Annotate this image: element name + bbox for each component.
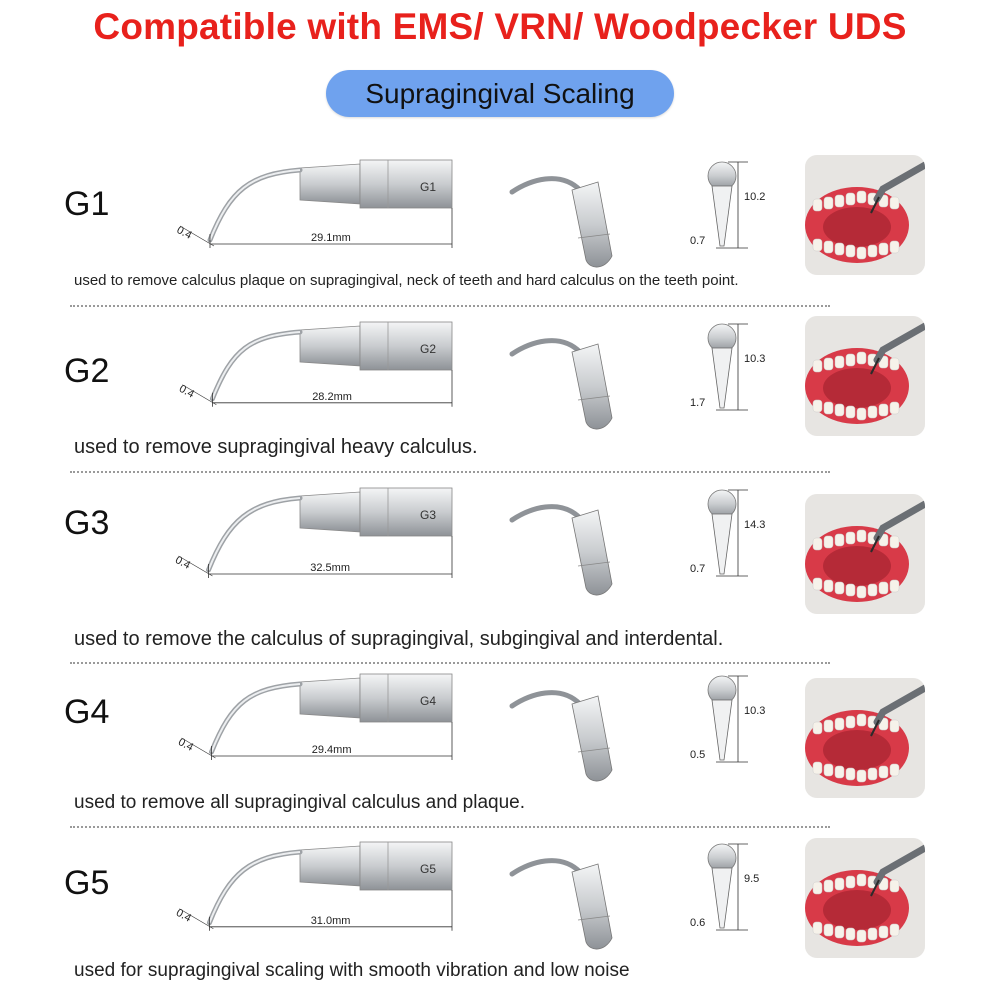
tip-drawings: G1 29.1mm 0.4 10.2 0.7 <box>175 159 765 268</box>
length-label: 31.0mm <box>311 915 351 927</box>
row-divider <box>70 826 830 828</box>
tip-diameter-label: 0.4 <box>176 736 195 754</box>
category-pill: Supragingival Scaling <box>326 70 674 117</box>
front-view-drawing: 9.5 0.6 <box>690 843 759 931</box>
front-view-drawing: 14.3 0.7 <box>690 489 765 577</box>
length-label: 32.5mm <box>310 562 350 574</box>
side-view-drawing: G1 29.1mm 0.4 <box>175 159 453 248</box>
model-label: G2 <box>64 352 110 390</box>
base-width-label: 0.7 <box>690 235 705 247</box>
tip-row-g4: G4 G4 29.4mm 0.4 10.3 0.5 used to remove all s… <box>0 664 1000 828</box>
tip-drawings: G4 29.4mm 0.4 10.3 0.5 <box>176 673 765 782</box>
tip-row-g5: G5 G5 31.0mm 0.4 9.5 0.6 used for supragingiva… <box>0 832 1000 982</box>
tip-engraving-label: G4 <box>420 694 436 708</box>
tip-description: used to remove supragingival heavy calcu… <box>74 436 478 458</box>
tip-diameter-label: 0.4 <box>177 383 196 401</box>
tip-diameter-label: 0.4 <box>174 907 193 925</box>
tip-engraving-label: G1 <box>420 180 436 194</box>
model-label: G4 <box>64 693 110 731</box>
height-label: 9.5 <box>744 873 759 885</box>
base-width-label: 1.7 <box>690 397 705 409</box>
height-label: 10.2 <box>744 191 765 203</box>
tip-engraving-label: G2 <box>420 342 436 356</box>
front-view-drawing: 10.3 0.5 <box>690 675 765 763</box>
base-width-label: 0.6 <box>690 917 705 929</box>
side-view-drawing: G3 32.5mm 0.4 <box>173 487 453 578</box>
usage-photo <box>805 838 925 958</box>
row-divider <box>70 305 830 307</box>
base-width-label: 0.5 <box>690 749 705 761</box>
usage-photo <box>805 155 925 275</box>
side-view-drawing: G2 28.2mm 0.4 <box>177 321 453 407</box>
tip-description: used to remove calculus plaque on suprag… <box>74 272 739 289</box>
page-title: Compatible with EMS/ VRN/ Woodpecker UDS <box>93 6 907 47</box>
perspective-tip-drawing <box>509 858 613 950</box>
tip-diameter-label: 0.4 <box>173 554 192 572</box>
height-label: 10.3 <box>744 705 765 717</box>
length-label: 28.2mm <box>312 391 352 403</box>
base-width-label: 0.7 <box>690 563 705 575</box>
tip-row-g3: G3 G3 32.5mm 0.4 14.3 0.7 used to remove the c… <box>0 478 1000 664</box>
tip-row-g1: G1 G1 29.1mm 0.4 10.2 0.7 used to remove calcu… <box>0 150 1000 307</box>
front-view-drawing: 10.2 0.7 <box>690 161 765 249</box>
perspective-tip-drawing <box>509 504 613 596</box>
side-view-drawing: G5 31.0mm 0.4 <box>174 841 453 931</box>
perspective-tip-drawing <box>509 690 613 782</box>
model-label: G3 <box>64 504 110 542</box>
front-view-drawing: 10.3 1.7 <box>690 323 765 411</box>
tip-drawings: G5 31.0mm 0.4 9.5 0.6 <box>174 841 759 950</box>
row-divider <box>70 471 830 473</box>
tip-engraving-label: G5 <box>420 862 436 876</box>
tip-description: used to remove all supragingival calculu… <box>74 792 525 813</box>
length-label: 29.4mm <box>312 744 352 756</box>
tip-diameter-label: 0.4 <box>175 224 194 242</box>
tip-drawings: G2 28.2mm 0.4 10.3 1.7 <box>177 321 765 430</box>
row-divider <box>70 662 830 664</box>
tip-engraving-label: G3 <box>420 508 436 522</box>
tip-description: used for supragingival scaling with smoo… <box>74 960 630 981</box>
tip-drawings: G3 32.5mm 0.4 14.3 0.7 <box>173 487 765 596</box>
tip-description: used to remove the calculus of supraging… <box>74 628 724 650</box>
perspective-tip-drawing <box>509 176 613 268</box>
usage-photo <box>805 316 925 436</box>
model-label: G5 <box>64 864 110 902</box>
model-label: G1 <box>64 185 110 223</box>
perspective-tip-drawing <box>509 338 613 430</box>
usage-photo <box>805 494 925 614</box>
height-label: 10.3 <box>744 353 765 365</box>
height-label: 14.3 <box>744 519 765 531</box>
side-view-drawing: G4 29.4mm 0.4 <box>176 673 453 760</box>
length-label: 29.1mm <box>311 232 351 244</box>
usage-photo <box>805 678 925 798</box>
